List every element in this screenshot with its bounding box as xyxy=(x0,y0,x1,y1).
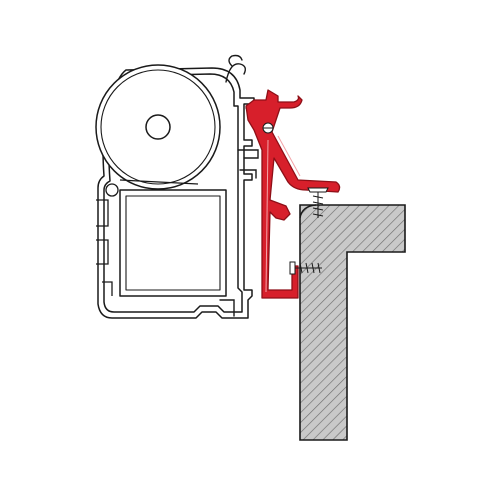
fabric-roller xyxy=(95,64,221,190)
adapter-rail xyxy=(245,89,341,299)
screw-icon xyxy=(307,187,329,218)
screw-icon xyxy=(262,122,274,134)
screw-icon xyxy=(289,261,322,275)
cassette-left-details xyxy=(96,183,119,296)
vehicle-wall-section xyxy=(299,204,406,441)
